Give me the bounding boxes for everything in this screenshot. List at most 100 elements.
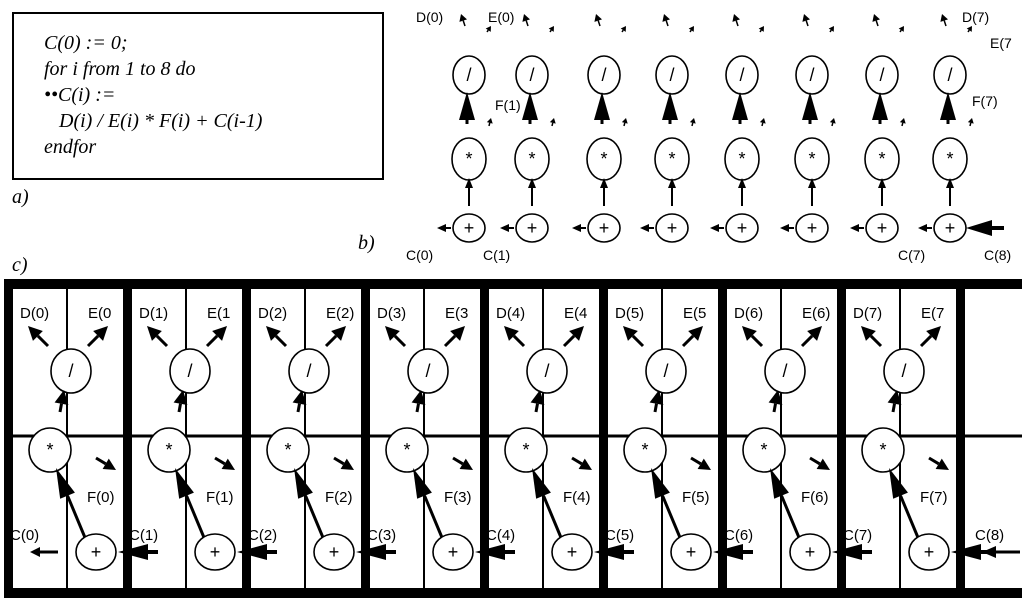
c-div-node-0: / bbox=[50, 348, 92, 394]
c-mul-node-5-ellipse bbox=[623, 427, 667, 473]
c-divider-4 bbox=[480, 279, 489, 598]
c-f-arrow-4 bbox=[571, 456, 592, 470]
b-add-node-6-ellipse bbox=[865, 213, 899, 243]
b-add-to-mul-arrow-3 bbox=[668, 178, 676, 206]
b-carry-arrow-5-head bbox=[780, 224, 789, 232]
c-label-f-2: F(2) bbox=[325, 489, 353, 506]
b-e-arrow-4-shaft bbox=[759, 29, 762, 33]
c-add-to-mul-arrow-0 bbox=[56, 468, 88, 541]
b-mul-to-div-arrow-2 bbox=[594, 92, 610, 124]
c-label-c-5: C(5) bbox=[605, 527, 634, 544]
c-e-arrow-7-head bbox=[926, 326, 941, 341]
b-e-arrow-5-head bbox=[828, 26, 834, 32]
c-div-node-4-ellipse bbox=[526, 348, 568, 394]
b-carry-arrow-1-head bbox=[500, 224, 509, 232]
panel-label-b: b) bbox=[358, 232, 375, 254]
c-f-arrow-2 bbox=[333, 456, 354, 470]
b-mul-node-3-symbol: * bbox=[668, 149, 675, 169]
b-mul-node-1: * bbox=[514, 137, 550, 181]
c-e-arrow-0-head bbox=[93, 326, 108, 341]
b-mul-node-4: * bbox=[724, 137, 760, 181]
b-carry-arrow-6-head bbox=[850, 224, 859, 232]
c-d-arrow-7-shaft bbox=[869, 334, 883, 348]
b-d-arrow-2-shaft bbox=[597, 20, 601, 27]
b-div-node-5-symbol: / bbox=[809, 65, 814, 85]
c-f-arrow-3 bbox=[452, 456, 473, 470]
c-f-arrow-6 bbox=[809, 456, 830, 470]
c-mul-node-3-symbol: * bbox=[403, 440, 410, 460]
c-add-node-1-symbol: + bbox=[210, 542, 221, 562]
b-e-arrow-2-head bbox=[620, 26, 626, 32]
c-label-f-1: F(1) bbox=[206, 489, 234, 506]
c-div-node-4-symbol: / bbox=[544, 361, 549, 381]
b-add-to-mul-arrow-1-head bbox=[528, 178, 536, 188]
c-d-arrow-2 bbox=[266, 326, 288, 348]
b-e-arrow-3 bbox=[688, 26, 694, 33]
c-top-bar bbox=[6, 279, 1022, 289]
b-div-node-0-ellipse bbox=[452, 55, 486, 95]
c-label-c-end: C(8) bbox=[975, 527, 1004, 544]
b-div-node-2-symbol: / bbox=[601, 65, 606, 85]
b-add-node-3-ellipse bbox=[655, 213, 689, 243]
c-divider-2 bbox=[242, 279, 251, 598]
c-label-d-5: D(5) bbox=[615, 305, 644, 322]
b-f-arrow-6-head bbox=[899, 118, 906, 124]
c-d-arrow-5-head bbox=[623, 326, 638, 341]
b-d-arrow-4-shaft bbox=[735, 20, 739, 27]
b-add-node-0-ellipse bbox=[452, 213, 486, 243]
c-d-arrow-5-shaft bbox=[631, 334, 645, 348]
c-f-arrow-0-shaft bbox=[95, 456, 107, 466]
b-f-arrow-5 bbox=[829, 118, 836, 127]
c-mul-node-1-symbol: * bbox=[165, 440, 172, 460]
c-mul-to-div-arrow-4-head bbox=[530, 390, 545, 406]
c-label-e-4: E(4 bbox=[564, 305, 587, 322]
b-carry-arrow-1 bbox=[500, 224, 514, 232]
b-carry-in-arrow bbox=[966, 220, 1004, 236]
b-mul-node-6: * bbox=[864, 137, 900, 181]
c-d-arrow-4 bbox=[504, 326, 526, 348]
c-carry-arrow-0-head bbox=[118, 544, 148, 560]
c-add-to-mul-arrow-0-head bbox=[56, 468, 75, 499]
b-mul-node-2-symbol: * bbox=[600, 149, 607, 169]
b-mul-to-div-arrow-6-head bbox=[872, 92, 888, 120]
c-d-arrow-5 bbox=[623, 326, 645, 348]
b-carry-arrow-6 bbox=[850, 224, 864, 232]
b-mul-node-2: * bbox=[586, 137, 622, 181]
c-d-arrow-6-head bbox=[742, 326, 757, 341]
b-add-node-1: + bbox=[515, 213, 549, 243]
c-e-arrow-6-head bbox=[807, 326, 822, 341]
b-add-node-7: + bbox=[933, 213, 967, 243]
b-d-arrow-6-shaft bbox=[875, 20, 879, 27]
b-div-node-5-ellipse bbox=[795, 55, 829, 95]
b-f-arrow-4 bbox=[759, 118, 766, 127]
b-d-arrow-7-shaft bbox=[943, 20, 947, 27]
b-f-arrow-4-head bbox=[759, 118, 766, 124]
c-bottom-bar bbox=[6, 588, 1022, 598]
b-mul-to-div-arrow-7-head bbox=[940, 92, 956, 120]
b-carry-arrow-5 bbox=[780, 224, 794, 232]
c-e-arrow-1 bbox=[205, 326, 227, 348]
b-e-arrow-1 bbox=[548, 26, 554, 33]
c-add-to-mul-arrow-4-shaft bbox=[542, 495, 564, 541]
c-label-f-0: F(0) bbox=[87, 489, 115, 506]
c-mul-node-2-ellipse bbox=[266, 427, 310, 473]
b-mul-to-div-arrow-7 bbox=[940, 92, 956, 124]
c-f-arrow-4-shaft bbox=[571, 456, 583, 466]
b-f-arrow-1-shaft bbox=[551, 122, 554, 127]
c-label-f-7: F(7) bbox=[920, 489, 948, 506]
c-mul-node-4-symbol: * bbox=[522, 440, 529, 460]
code-line-5: endfor bbox=[44, 136, 97, 158]
c-carry-arrow-5-head bbox=[713, 544, 743, 560]
b-carry-arrow-7-head bbox=[918, 224, 927, 232]
b-add-node-2: + bbox=[587, 213, 621, 243]
c-div-node-5-ellipse bbox=[645, 348, 687, 394]
b-label-e0: E(0) bbox=[488, 9, 514, 25]
c-divider-7 bbox=[837, 279, 846, 598]
b-div-node-0: / bbox=[452, 55, 486, 95]
b-d-arrow-2-head bbox=[594, 14, 603, 22]
c-add-node-5: + bbox=[670, 533, 712, 571]
c-div-node-7-ellipse bbox=[883, 348, 925, 394]
c-d-arrow-7-head bbox=[861, 326, 876, 341]
b-f-arrow-6-shaft bbox=[901, 122, 904, 127]
